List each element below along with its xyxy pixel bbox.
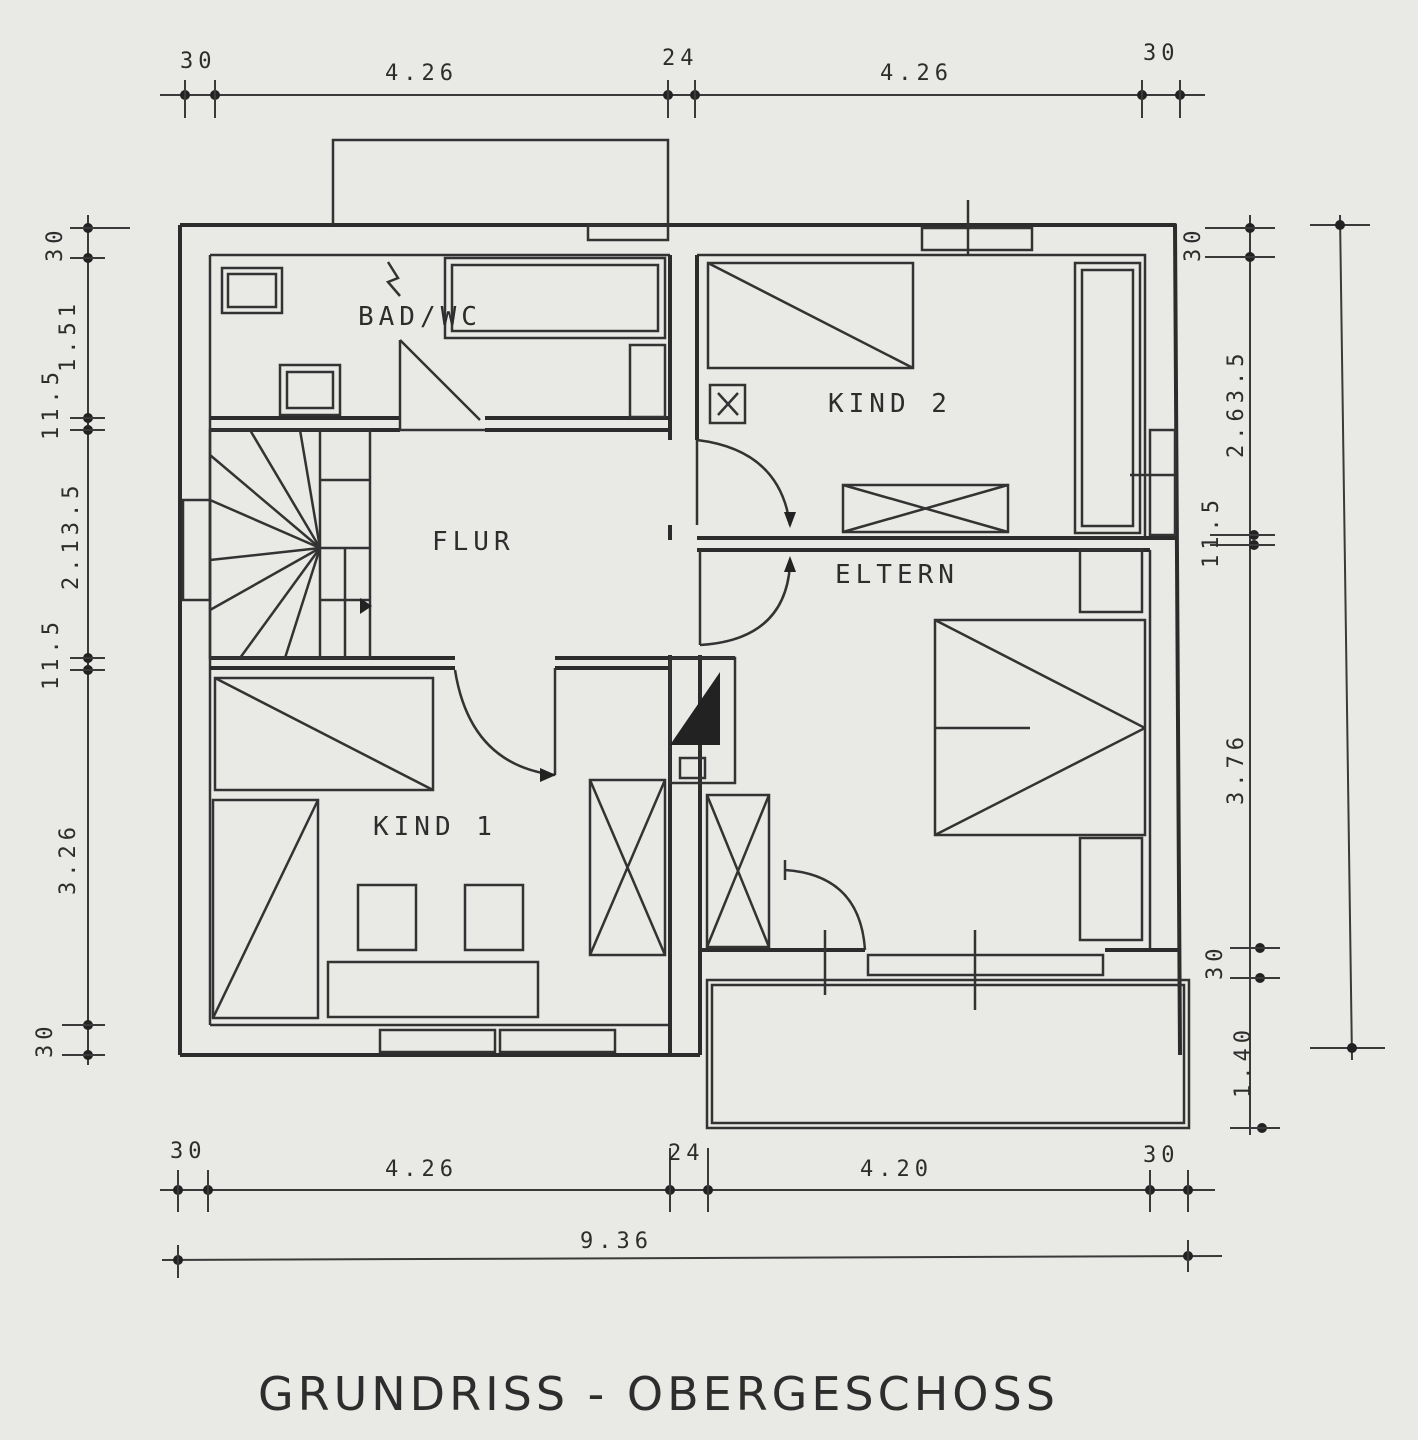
dim-top-3: 24 [662, 46, 699, 71]
dim-left-6: 3.26 [56, 822, 81, 895]
dim-total: 9.36 [580, 1229, 653, 1254]
room-label-kind2: KIND 2 [828, 389, 952, 419]
dimension-total-bottom: 9.36 [161, 1229, 1223, 1278]
dim-bottom-3: 24 [668, 1141, 705, 1166]
dimension-chain-bottom: 30 4.26 24 4.20 30 [160, 1139, 1215, 1212]
dimension-chain-top: 30 4.26 24 4.26 30 [160, 41, 1205, 118]
dim-right-4: 3.76 [1224, 732, 1249, 805]
dimension-chain-left: 30 1.51 11.5 2.13.5 11.5 3.26 30 [33, 215, 130, 1065]
dim-top-2: 4.26 [385, 61, 458, 86]
room-label-eltern: ELTERN [835, 560, 959, 590]
dimension-chain-right: 30 2.63.5 11.5 3.76 30 1.40 [1181, 215, 1280, 1135]
dim-left-7: 30 [33, 1022, 58, 1059]
dim-top-4: 4.26 [880, 61, 953, 86]
dim-right-2: 2.63.5 [1224, 349, 1249, 458]
room-label-kind1: KIND 1 [373, 812, 497, 842]
dim-right-6: 1.40 [1231, 1025, 1256, 1098]
furniture [211, 256, 1147, 1020]
balconies [331, 138, 1191, 1130]
dim-left-1: 30 [43, 226, 68, 263]
drawing-title: GRUNDRISS - OBERGESCHOSS [258, 1367, 1059, 1421]
room-label-bad: BAD/WC [358, 302, 482, 332]
dim-left-5: 11.5 [39, 617, 64, 690]
dim-bottom-2: 4.26 [385, 1157, 458, 1182]
doors [398, 339, 977, 1010]
dim-top-5: 30 [1143, 41, 1180, 66]
room-label-flur: FLUR [432, 527, 515, 557]
dim-left-2: 1.51 [56, 299, 81, 372]
windows [181, 200, 1177, 1054]
dim-right-3: 11.5 [1199, 495, 1224, 568]
dim-right-1: 30 [1181, 226, 1206, 263]
dim-bottom-4: 4.20 [860, 1157, 933, 1182]
dim-bottom-1: 30 [170, 1139, 207, 1164]
room-labels: BAD/WC FLUR KIND 2 ELTERN KIND 1 [358, 302, 959, 842]
dim-left-4: 2.13.5 [59, 481, 84, 590]
dim-bottom-5: 30 [1143, 1143, 1180, 1168]
dimension-overall-right [1310, 214, 1385, 1061]
staircase [208, 428, 372, 660]
dim-left-3: 11.5 [39, 367, 64, 440]
dim-right-5: 30 [1203, 944, 1228, 981]
dim-top-1: 30 [180, 49, 217, 74]
